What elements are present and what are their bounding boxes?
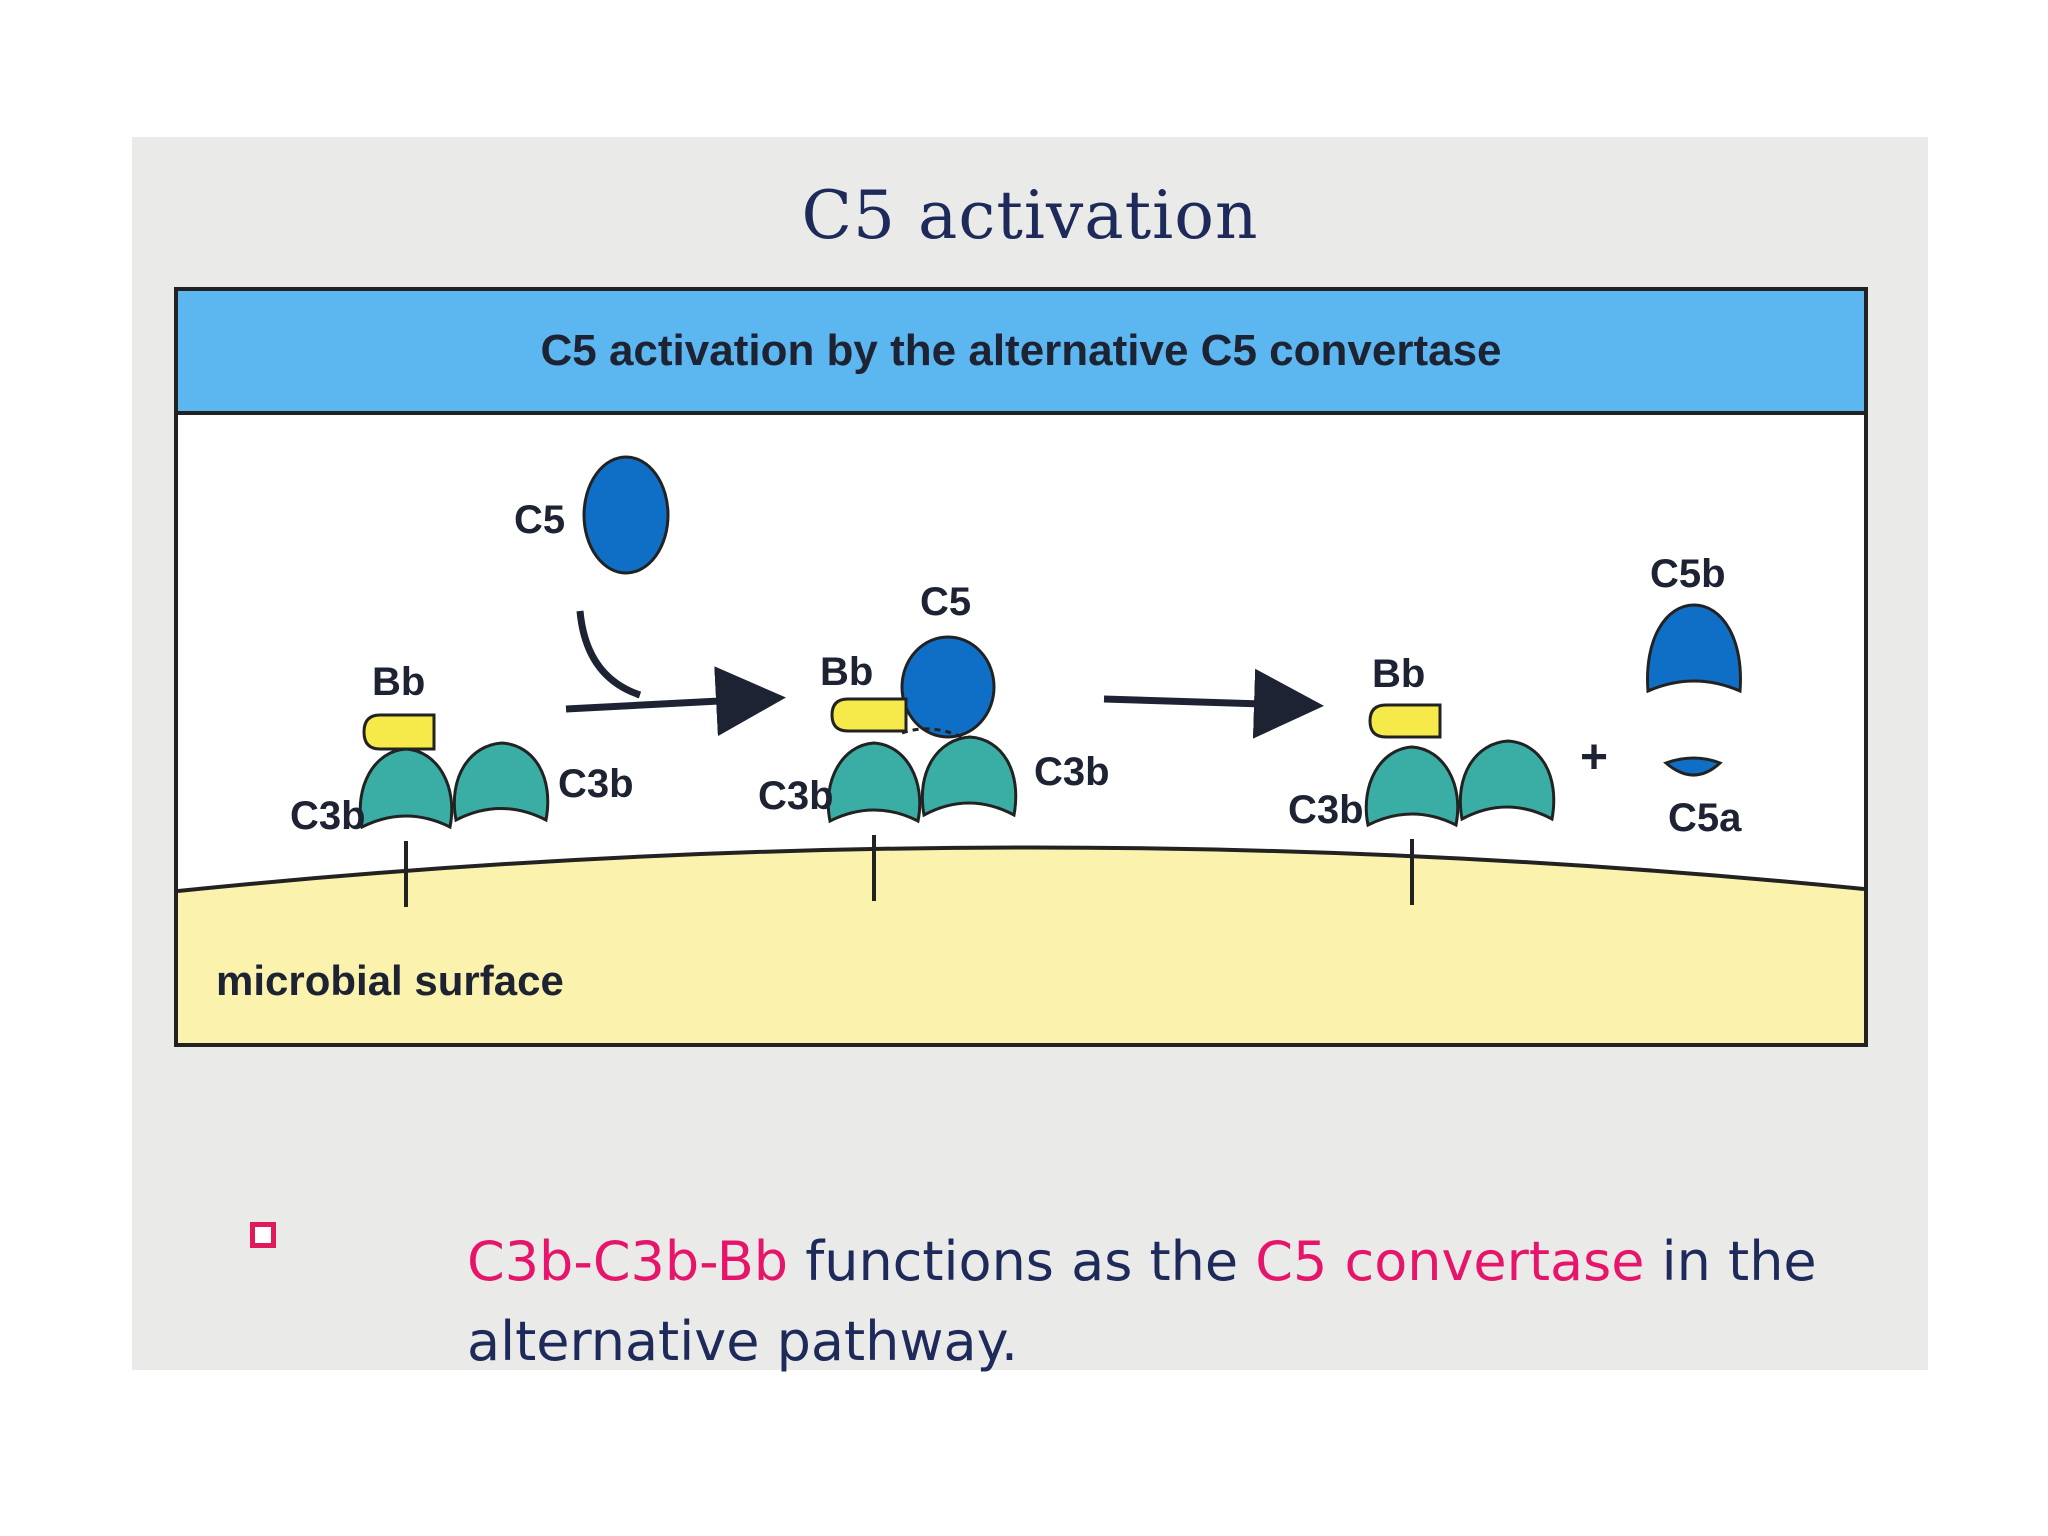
stage2-c3b-right-label: C3b: [1034, 750, 1110, 794]
binding-arrow: [576, 610, 642, 699]
stage3-c3b-right-shape: [1458, 739, 1556, 822]
diagram-figure: C5 activation by the alternative C5 conv…: [174, 287, 1868, 1047]
stage1-free-c5: C5: [514, 455, 670, 575]
stage1-complex: Bb C3b C3b: [290, 660, 634, 907]
surface-edge: [178, 845, 1864, 893]
stage2-bb-label: Bb: [820, 650, 873, 694]
stage1-c3b-right-shape: [452, 741, 550, 823]
stage3-c3b-left-label: C3b: [1288, 788, 1364, 832]
figure-header: C5 activation by the alternative C5 conv…: [178, 291, 1864, 415]
caption-text-a: functions as the: [788, 1230, 1256, 1293]
caption-line-1: C3b-C3b-Bb functions as the C5 convertas…: [467, 1222, 1817, 1302]
caption-text-b: in the: [1644, 1230, 1817, 1293]
c5-molecule-shape: [582, 455, 670, 575]
plus-sign: +: [1580, 731, 1608, 784]
stage2-bound-c5-shape: [900, 635, 996, 739]
stage1-to-stage2-arrow: [565, 666, 786, 737]
slide: C5 activation C5 activation by the alter…: [132, 137, 1928, 1373]
stage2-c5-label: C5: [920, 580, 971, 624]
c5b-fragment-shape: [1646, 603, 1742, 694]
stage1-bb-shape: [362, 713, 436, 751]
stage1-c3b-right-label: C3b: [558, 762, 634, 806]
stage2-c3b-left-label: C3b: [758, 774, 834, 818]
stage3-bb-shape: [1368, 703, 1442, 739]
stage1-bb-label: Bb: [372, 660, 425, 704]
diagram-canvas: microbial surface Bb C3b C3b C5: [178, 455, 1864, 1043]
stage2-to-stage3-arrow: [1103, 668, 1324, 739]
caption-line-2: alternative pathway.: [467, 1310, 1019, 1373]
bullet-checkbox-icon: [250, 1222, 276, 1248]
slide-title: C5 activation: [801, 177, 1259, 254]
stage3-complex: Bb C3b: [1288, 652, 1556, 905]
stage1-c5-label: C5: [514, 498, 565, 542]
microbial-surface: [178, 847, 1864, 1043]
stage3-bb-label: Bb: [1372, 652, 1425, 696]
c5b-label: C5b: [1650, 552, 1726, 596]
surface-label: microbial surface: [216, 957, 564, 1004]
stage2-c3b-right-shape: [920, 735, 1018, 818]
stage2-bb-shape: [830, 697, 908, 733]
caption-term-convertase: C5 convertase: [1255, 1230, 1645, 1293]
stage1-c3b-left-label: C3b: [290, 794, 366, 838]
caption-term-complex: C3b-C3b-Bb: [467, 1230, 789, 1293]
stage3-products: C5b C5a: [1646, 552, 1742, 840]
c5a-fragment-shape: [1663, 756, 1723, 777]
stage1-c3b-left-shape: [358, 747, 454, 830]
stage2-complex: C5 Bb C3b C3b: [758, 580, 1110, 901]
stage2-c3b-left-shape: [826, 741, 922, 824]
stage3-c3b-left-shape: [1364, 745, 1460, 828]
c5a-label: C5a: [1668, 796, 1742, 840]
